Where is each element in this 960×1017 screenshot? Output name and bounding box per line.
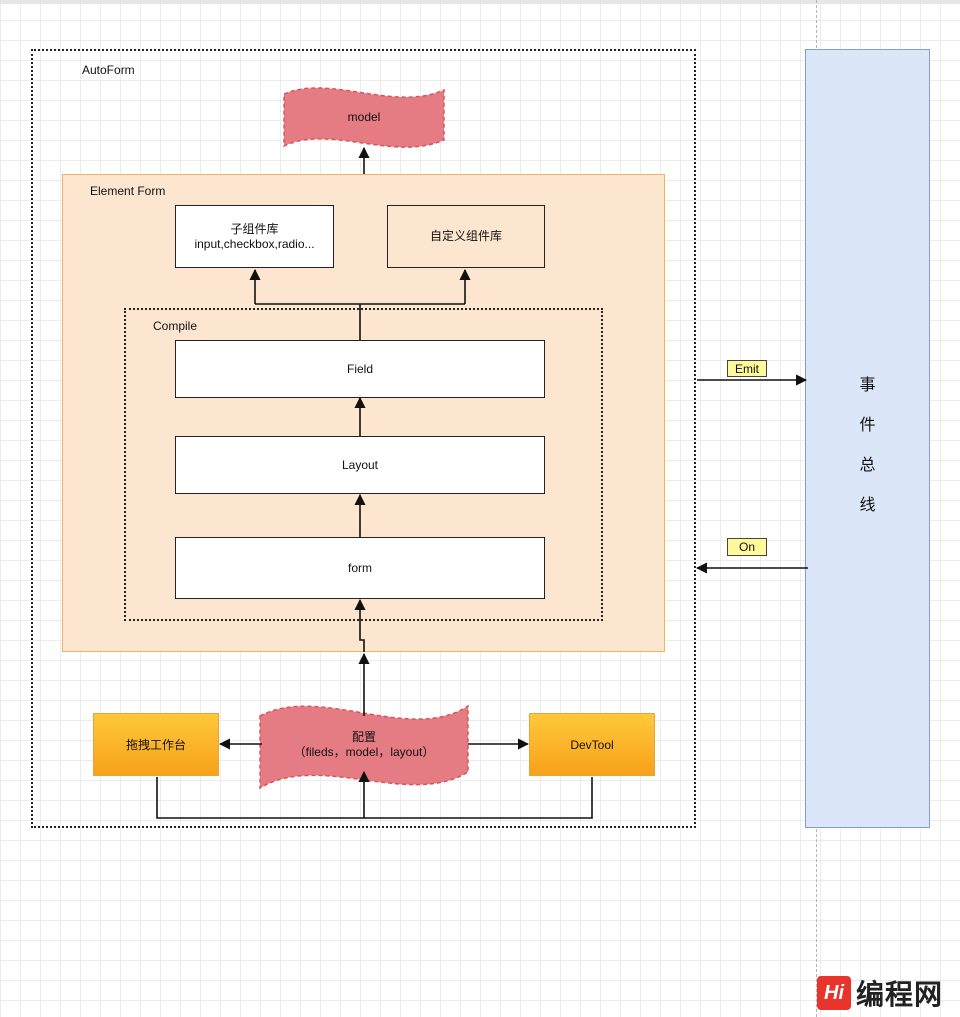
event-bus-char: 线 (859, 497, 876, 514)
drag-workbench-label: 拖拽工作台 (125, 738, 186, 752)
event-bus-char: 件 (859, 417, 876, 434)
devtool-box[interactable]: DevTool (529, 713, 655, 776)
watermark-text: 编程网 (856, 979, 944, 1010)
config-label: 配置 （fileds，model，layout） (260, 730, 468, 760)
sub-component-library[interactable]: 子组件库 input,checkbox,radio... (175, 205, 334, 268)
form-box[interactable]: form (175, 537, 545, 599)
config-shape (259, 704, 469, 790)
event-bus-char: 总 (859, 457, 876, 474)
config-title: 配置 (351, 730, 376, 744)
model-label: model (347, 110, 381, 124)
emit-tag: Emit (727, 360, 767, 377)
on-label: On (738, 540, 755, 554)
drag-workbench-box[interactable]: 拖拽工作台 (93, 713, 219, 776)
layout-label: Layout (341, 457, 379, 472)
field-box[interactable]: Field (175, 340, 545, 398)
emit-label: Emit (735, 361, 759, 376)
event-bus[interactable] (805, 49, 930, 828)
sub-component-library-title: 子组件库 (230, 221, 279, 236)
config-fields: （fileds，model，layout） (293, 745, 435, 759)
devtool-label: DevTool (570, 737, 614, 752)
autoform-container[interactable] (31, 49, 696, 828)
top-bar (0, 0, 960, 4)
custom-component-library-label: 自定义组件库 (429, 229, 502, 243)
event-bus-char: 事 (859, 377, 876, 394)
autoform-label: AutoForm (82, 63, 135, 77)
watermark-logo: Hi 编程网 (817, 975, 943, 1011)
custom-component-library[interactable]: 自定义组件库 (387, 205, 545, 268)
field-label: Field (346, 361, 373, 376)
event-bus-label: 事 件 总 线 (805, 366, 930, 526)
sub-component-library-items: input,checkbox,radio... (194, 236, 315, 251)
model-shape (283, 87, 445, 148)
on-tag: On (727, 538, 767, 556)
layout-box[interactable]: Layout (175, 436, 545, 494)
compile-container[interactable] (124, 308, 603, 621)
compile-label: Compile (153, 319, 198, 333)
form-label: form (348, 560, 372, 575)
logo-icon: Hi (817, 976, 851, 1010)
element-form-label: Element Form (90, 184, 166, 198)
